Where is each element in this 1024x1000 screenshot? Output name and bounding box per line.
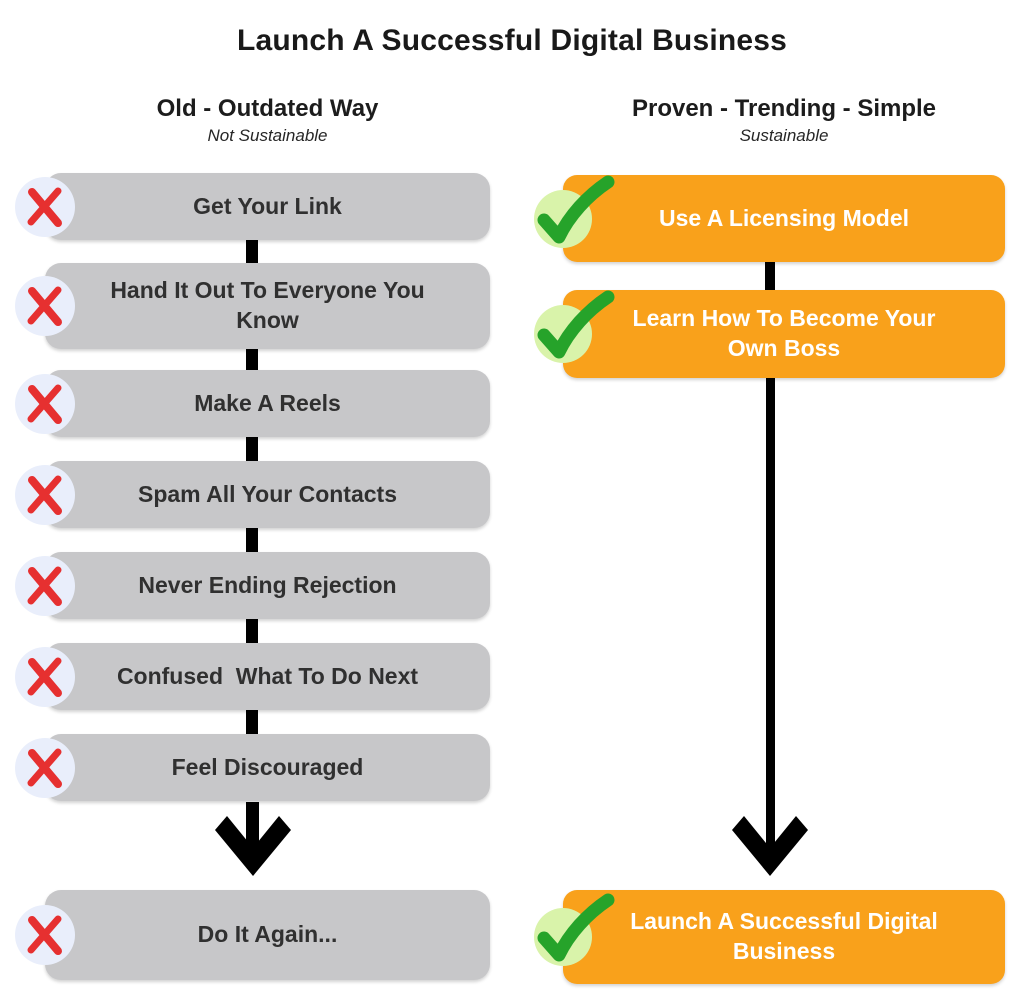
step-label: Hand It Out To Everyone You Know bbox=[110, 277, 425, 333]
new-way-header: Proven - Trending - Simple bbox=[631, 95, 937, 122]
step-label: Do It Again... bbox=[197, 921, 338, 948]
new-result-step: Launch A Successful Digital Business bbox=[534, 890, 1005, 984]
new-step: Learn How To Become Your Own Boss bbox=[534, 290, 1005, 378]
red-x-icon bbox=[13, 463, 77, 532]
old-step: Hand It Out To Everyone You Know bbox=[15, 263, 490, 349]
old-step: Make A Reels bbox=[15, 370, 490, 437]
step-label: Get Your Link bbox=[193, 192, 342, 219]
old-step: Feel Discouraged bbox=[15, 734, 490, 801]
old-way-column-header: Old - Outdated Way Not Sustainable bbox=[45, 94, 490, 148]
green-check-icon bbox=[531, 175, 617, 266]
old-step: Confused What To Do Next bbox=[15, 643, 490, 710]
old-way-subheader: Not Sustainable bbox=[207, 126, 328, 145]
old-result-step: Do It Again... bbox=[15, 890, 490, 980]
step-label: Confused What To Do Next bbox=[116, 662, 419, 689]
red-x-icon bbox=[13, 645, 77, 714]
step-label: Learn How To Become Your Own Boss bbox=[632, 305, 936, 361]
page-title: Launch A Successful Digital Business bbox=[236, 24, 788, 57]
old-step: Get Your Link bbox=[15, 173, 490, 240]
step-label: Use A Licensing Model bbox=[658, 204, 910, 231]
flow-connector bbox=[246, 349, 258, 370]
step-label: Spam All Your Contacts bbox=[137, 480, 397, 507]
red-x-icon bbox=[13, 372, 77, 441]
long-down-arrow-icon bbox=[732, 378, 808, 876]
flow-connector bbox=[246, 437, 258, 461]
red-x-icon bbox=[13, 736, 77, 805]
flow-connector bbox=[246, 240, 258, 263]
old-way-header: Old - Outdated Way bbox=[156, 95, 379, 122]
flow-connector bbox=[246, 619, 258, 643]
step-label: Launch A Successful Digital Business bbox=[630, 908, 938, 964]
step-label: Never Ending Rejection bbox=[138, 571, 397, 598]
old-step: Never Ending Rejection bbox=[15, 552, 490, 619]
red-x-icon bbox=[13, 554, 77, 623]
old-step: Spam All Your Contacts bbox=[15, 461, 490, 528]
flow-connector bbox=[246, 710, 258, 734]
red-x-icon bbox=[13, 903, 77, 972]
flow-connector bbox=[246, 528, 258, 552]
flow-connector bbox=[765, 262, 775, 290]
new-step: Use A Licensing Model bbox=[534, 175, 1005, 262]
red-x-icon bbox=[13, 175, 77, 244]
down-arrow-icon bbox=[215, 802, 291, 876]
step-label: Make A Reels bbox=[194, 389, 341, 416]
step-label: Feel Discouraged bbox=[171, 753, 364, 780]
new-way-column-header: Proven - Trending - Simple Sustainable bbox=[563, 94, 1005, 148]
new-way-subheader: Sustainable bbox=[739, 126, 829, 145]
